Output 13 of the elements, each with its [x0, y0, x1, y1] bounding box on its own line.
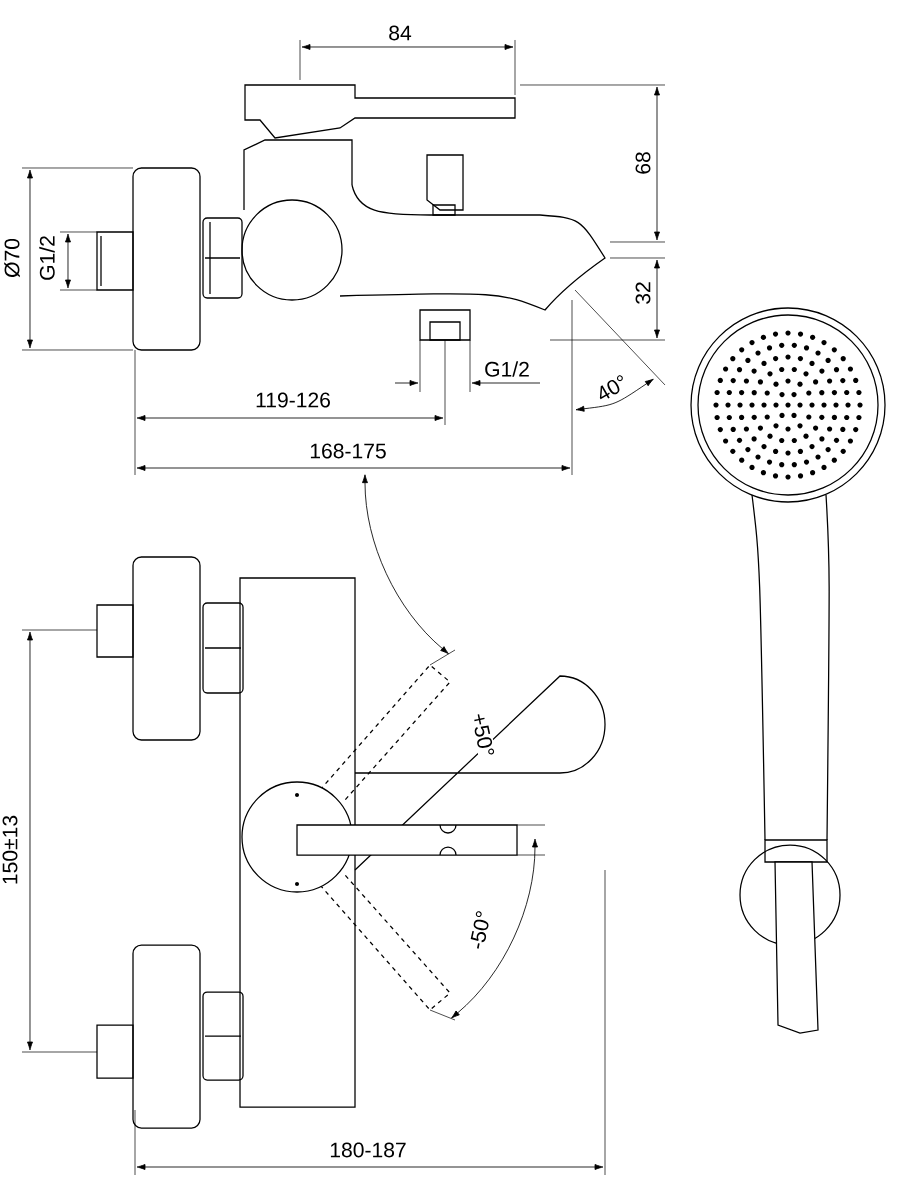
dimension-label: +50° [469, 710, 497, 760]
dimension-label: 168-175 [307, 442, 389, 460]
dimension-label: 119-126 [253, 391, 333, 409]
dimension-label: 84 [386, 24, 414, 42]
dimension-label: G1/2 [37, 233, 57, 283]
dimension-label: 32 [634, 279, 652, 307]
dimension-label: 40° [592, 371, 632, 405]
dimension-label: 150±13 [1, 813, 19, 887]
dimension-label: G1/2 [482, 359, 532, 379]
dimension-label: -50° [467, 907, 493, 953]
dimension-label: Ø70 [2, 236, 22, 280]
dimension-label: 68 [634, 149, 652, 177]
dimension-label: 180-187 [327, 1141, 409, 1159]
